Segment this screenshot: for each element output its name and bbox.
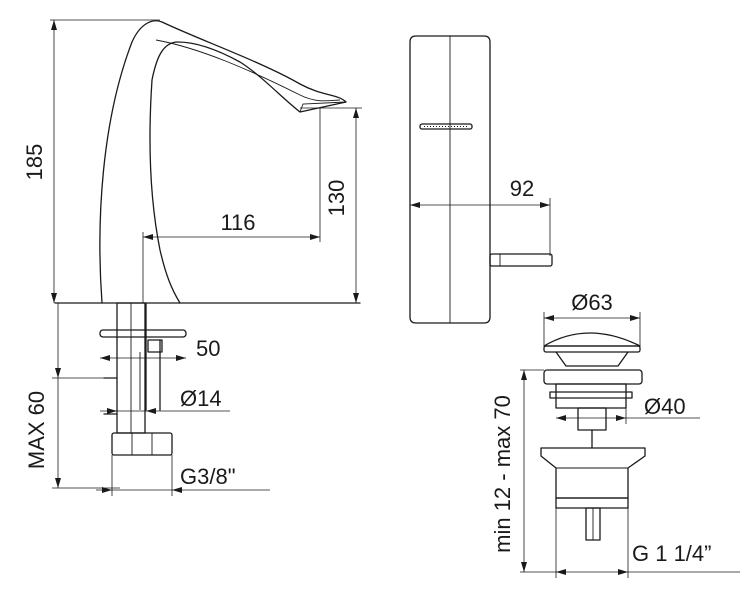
label-spout-reach: 116 xyxy=(220,210,255,235)
dim-spout-height xyxy=(300,107,362,303)
dim-waste-thread xyxy=(555,508,740,578)
dim-side-projection xyxy=(410,198,551,256)
label-spout-height: 130 xyxy=(324,180,349,217)
waste-assembly xyxy=(540,332,646,541)
dim-fixing-width xyxy=(100,355,186,361)
dim-waste-body xyxy=(556,408,700,424)
label-supply-thread: G3/8" xyxy=(180,464,236,489)
dim-supply-diameter xyxy=(100,408,230,414)
faucet-side-view xyxy=(409,35,553,324)
label-fixing-depth: MAX 60 xyxy=(24,391,49,469)
label-side-projection: 92 xyxy=(510,176,534,201)
faucet-front-view xyxy=(54,20,361,456)
dim-supply-thread xyxy=(96,455,270,496)
label-height-total: 185 xyxy=(22,144,47,181)
label-waste-cap: Ø63 xyxy=(571,290,613,315)
dim-waste-range xyxy=(520,369,560,573)
dim-fixing-depth xyxy=(52,303,120,489)
label-waste-range: min 12 - max 70 xyxy=(490,395,515,553)
label-waste-thread: G 1 1/4” xyxy=(632,541,711,566)
label-fixing-width: 50 xyxy=(196,336,220,361)
label-waste-body: Ø40 xyxy=(644,394,686,419)
dim-waste-cap xyxy=(543,312,641,346)
dim-spout-reach xyxy=(142,108,321,303)
label-supply-diameter: Ø14 xyxy=(180,386,222,411)
dim-height-total xyxy=(50,19,160,303)
